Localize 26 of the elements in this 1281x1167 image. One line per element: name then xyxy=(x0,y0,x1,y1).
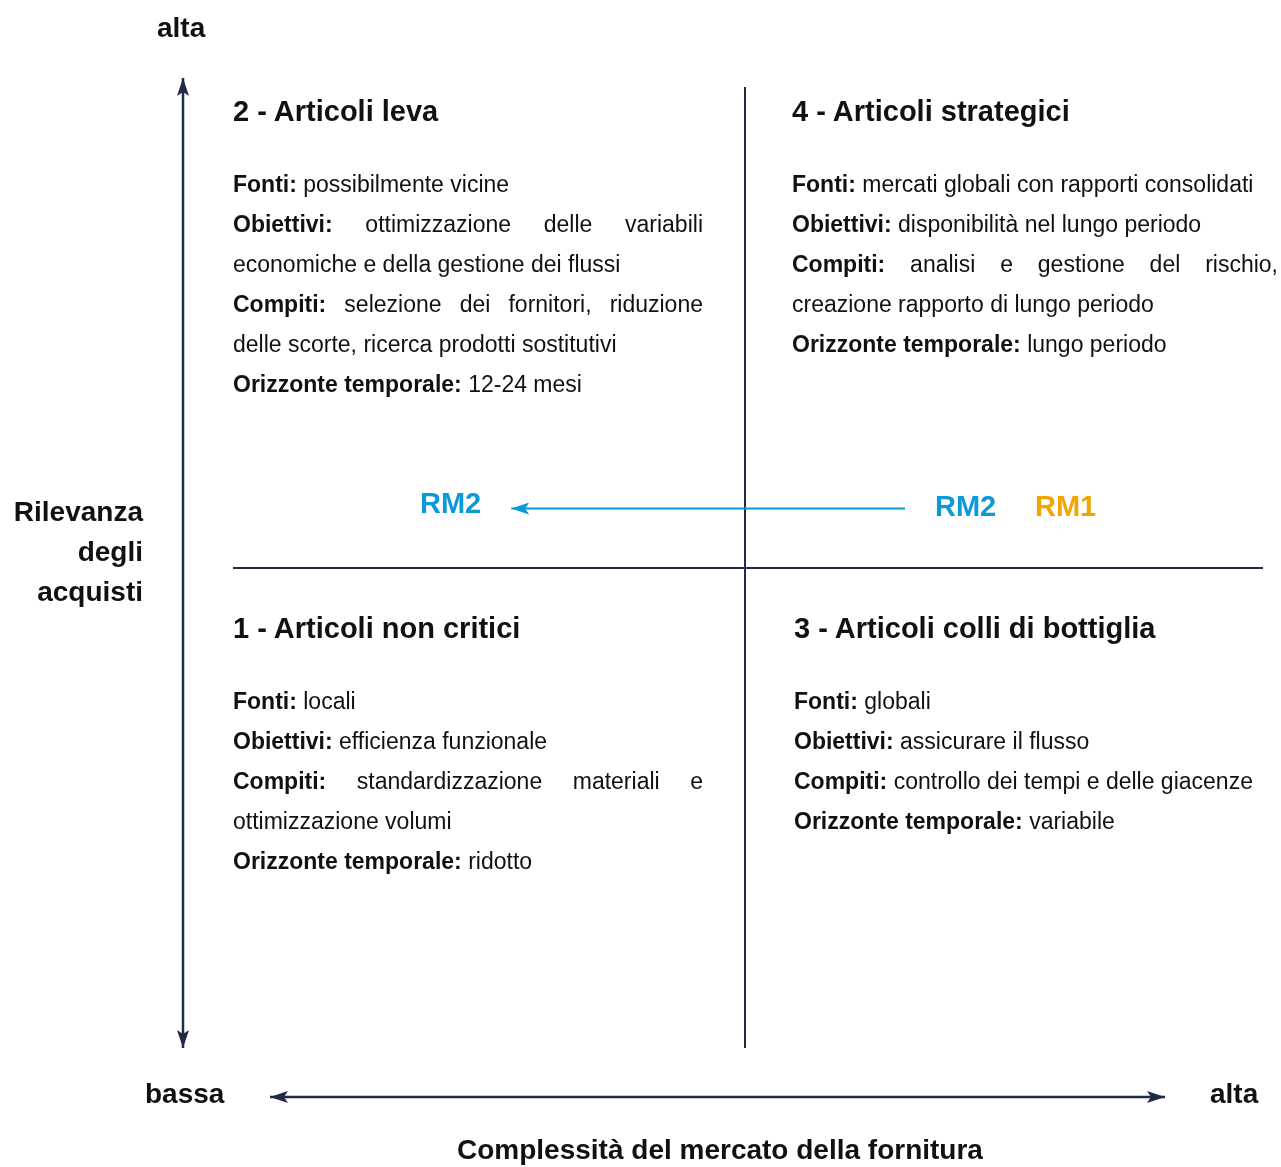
quadrant-text: Fonti: globali xyxy=(794,687,932,716)
quadrant-text: Compiti: selezione dei fornitori, riduzione delle scorte, ricerca prodotti sostitutivi xyxy=(233,290,703,359)
quadrant-text: Fonti: locali xyxy=(233,687,357,716)
axis-label: alta xyxy=(157,12,206,44)
quadrant-text: Orizzonte temporale: variabile xyxy=(794,807,1116,836)
quadrant-title: 1 - Articoli non critici xyxy=(233,612,522,645)
quadrant-text: Obiettivi: disponibilità nel lungo periodo xyxy=(792,210,1203,239)
quadrant-text: Fonti: possibilmente vicine xyxy=(233,170,511,199)
quadrant-text: Obiettivi: assicurare il flusso xyxy=(794,727,1091,756)
axis-label: alta xyxy=(1210,1078,1259,1110)
axis-title: Rilevanza degli acquisti xyxy=(12,495,143,609)
quadrant-title: 4 - Articoli strategici xyxy=(792,95,1071,128)
axis-title: Complessità del mercato della fornitura xyxy=(457,1134,983,1166)
scenario-label: RM2 xyxy=(935,490,997,523)
quadrant-text: Orizzonte temporale: 12-24 mesi xyxy=(233,370,583,399)
scenario-label: RM2 xyxy=(420,487,482,520)
quadrant-text: Compiti: controllo dei tempi e delle giacenze xyxy=(794,767,1254,796)
axis-label: bassa xyxy=(145,1078,225,1110)
quadrant-text: Fonti: mercati globali con rapporti consolidati xyxy=(792,170,1255,199)
quadrant-text: Orizzonte temporale: ridotto xyxy=(233,847,534,876)
quadrant-text: Obiettivi: efficienza funzionale xyxy=(233,727,549,756)
quadrant-title: 3 - Articoli colli di bottiglia xyxy=(794,612,1157,645)
quadrant-title: 2 - Articoli leva xyxy=(233,95,440,128)
quadrant-text: Orizzonte temporale: lungo periodo xyxy=(792,330,1168,359)
arrow xyxy=(510,502,906,515)
scenario-label: RM1 xyxy=(1035,490,1097,523)
